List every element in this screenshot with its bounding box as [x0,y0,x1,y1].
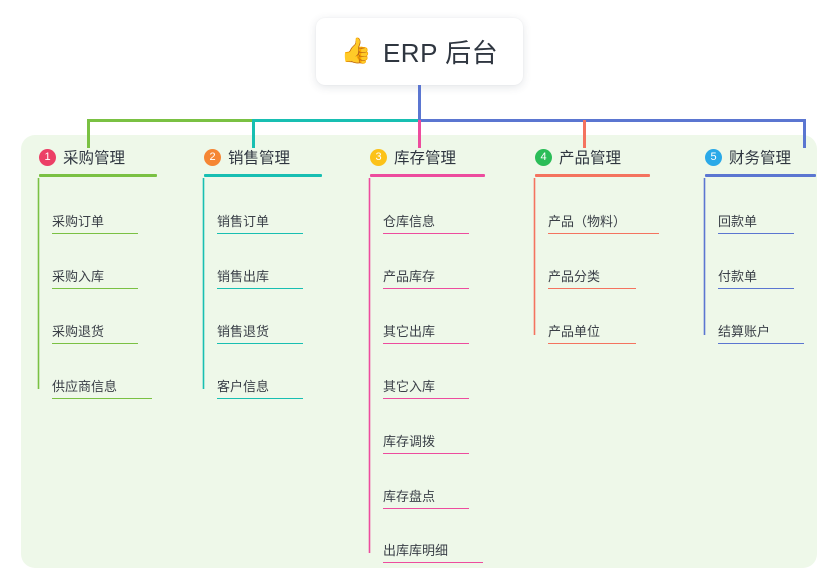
leaf-label: 销售订单 [217,214,270,229]
leaf-label: 产品（物料） [548,214,627,229]
leaf-label: 采购退货 [52,324,105,339]
root-node-erp-backend[interactable]: 👍 ERP 后台 [316,18,523,85]
column-title-2: 销售管理 [228,150,291,167]
column-header-1[interactable]: 1 采购管理 [30,144,125,170]
column-title-3: 库存管理 [394,150,457,167]
leaf-label: 产品库存 [383,269,436,284]
leaf-label: 产品单位 [548,324,601,339]
leaf-rule [52,232,138,234]
leaf-rule [217,342,303,344]
leaf-rule [383,561,483,563]
column-finance: 5 财务管理 回款单 付款单 结算账户 [696,144,816,344]
leaf-rule [52,397,152,399]
column-title-1: 采购管理 [63,150,126,167]
leaf-label: 出库库明细 [383,543,449,558]
leaf-label: 销售退货 [217,324,270,339]
column-badge-3: 3 [370,148,387,166]
column-rule-2 [204,174,322,177]
column-title-5: 财务管理 [729,150,792,167]
root-node-label: ERP 后台 [382,38,499,68]
modules-panel [21,135,817,568]
leaf-label: 采购订单 [52,214,105,229]
leaf-rule [548,232,659,234]
leaf-label: 库存盘点 [383,489,436,504]
column-procurement: 1 采购管理 采购订单 采购入库 采购退货 供应商信息 [30,144,157,399]
column-product: 4 产品管理 产品（物料） 产品分类 产品单位 [526,144,659,344]
column-badge-4: 4 [535,148,552,166]
column-header-2[interactable]: 2 销售管理 [195,144,290,170]
column-sales: 2 销售管理 销售订单 销售出库 销售退货 客户信息 [195,144,322,399]
column-badge-1: 1 [39,148,56,166]
leaf-label: 其它入库 [383,379,436,394]
leaf-label: 客户信息 [217,379,270,394]
leaf-rule [383,287,469,289]
column-rule-4 [535,174,650,177]
leaf-rule [548,342,636,344]
leaf-rule [383,507,469,509]
leaf-rule [52,287,138,289]
leaf-rule [383,342,469,344]
leaf-label: 其它出库 [383,324,436,339]
leaf-label: 销售出库 [217,269,270,284]
leaf-rule [52,342,138,344]
column-header-4[interactable]: 4 产品管理 [526,144,621,170]
leaf-label: 产品分类 [548,269,601,284]
column-rule-3 [370,174,485,177]
leaf-rule [718,287,794,289]
leaf-rule [217,232,303,234]
leaf-label: 供应商信息 [52,379,118,394]
leaf-rule [718,232,794,234]
leaf-label: 仓库信息 [383,214,436,229]
leaf-rule [217,287,303,289]
column-title-4: 产品管理 [559,150,622,167]
leaf-label: 付款单 [718,269,758,284]
leaf-label: 回款单 [718,214,758,229]
column-header-5[interactable]: 5 财务管理 [696,144,791,170]
leaf-rule [383,397,469,399]
thumbs-up-icon: 👍 [340,37,372,65]
leaf-label: 结算账户 [718,324,771,339]
column-header-3[interactable]: 3 库存管理 [361,144,456,170]
leaf-rule [383,232,469,234]
leaf-label: 采购入库 [52,269,105,284]
column-badge-2: 2 [204,148,221,166]
leaf-rule [383,452,469,454]
column-rule-5 [705,174,816,177]
column-badge-5: 5 [705,148,722,166]
leaf-rule [548,287,636,289]
leaf-label: 库存调拨 [383,434,436,449]
column-rule-1 [39,174,157,177]
leaf-rule [217,397,303,399]
column-inventory: 3 库存管理 仓库信息 产品库存 其它出库 其它入库 库存调拨 库存盘点 [361,144,485,563]
leaf-rule [718,342,804,344]
